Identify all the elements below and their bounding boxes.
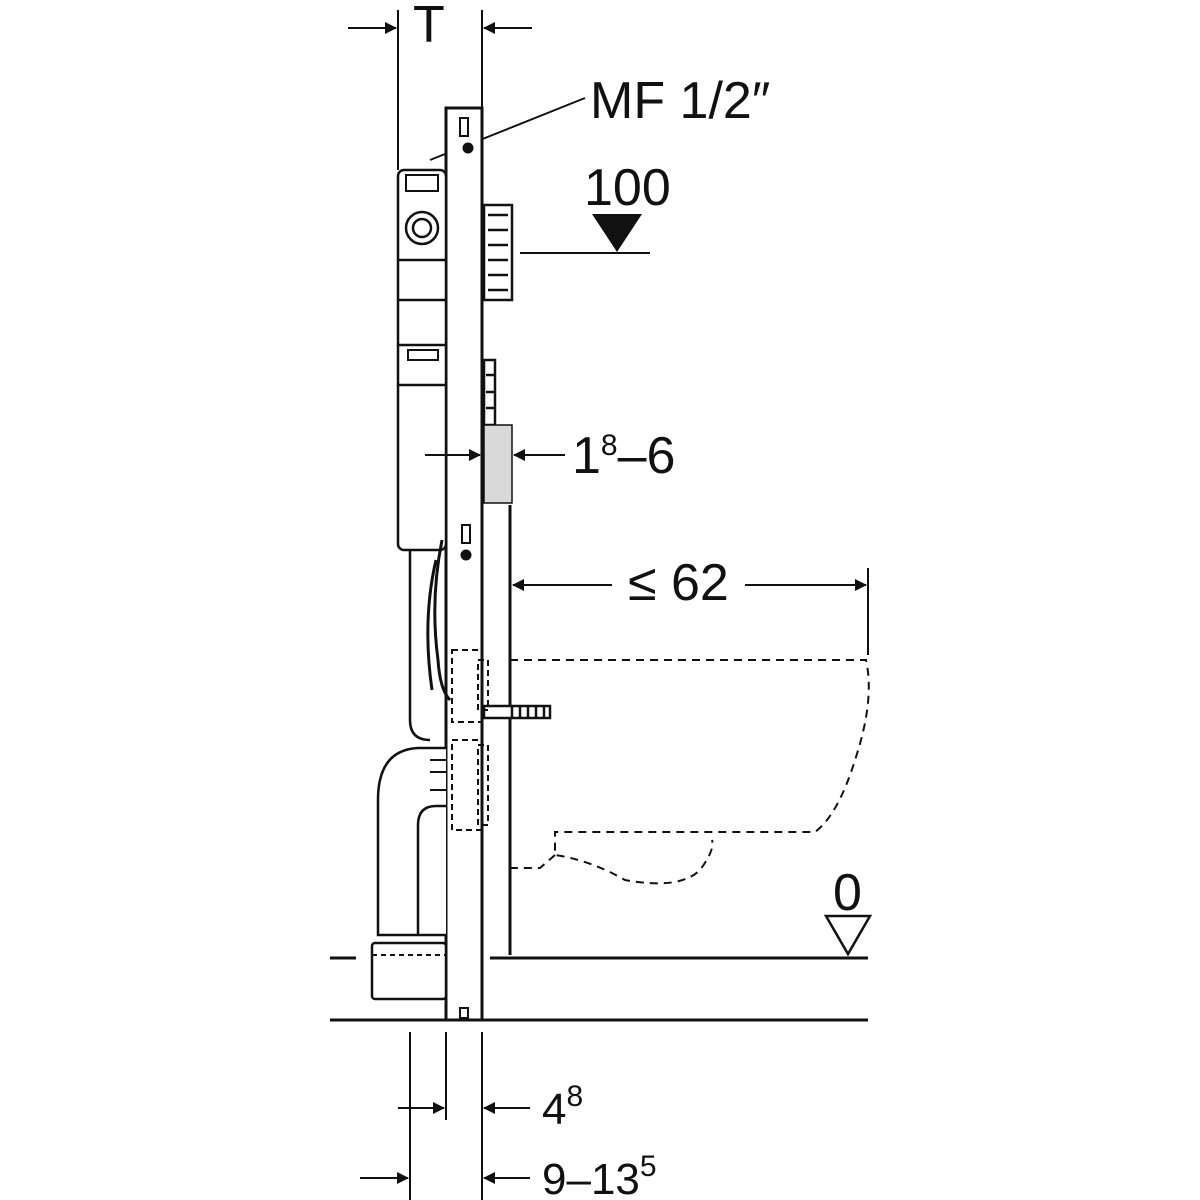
drain-connection [451,649,489,831]
label-depth-dim: 9–135 [542,1150,657,1200]
label-0: 0 [833,864,862,922]
level-0-triangle [823,914,873,957]
dimension-t [348,10,532,170]
actuator-plate [482,358,497,427]
water-connector [482,203,514,302]
label-projection: ≤ 62 [628,554,729,612]
drain-bend-joints [430,759,446,791]
fixing-bolt [482,704,552,720]
dimension-bottom [360,1032,530,1200]
drain-bend-pipe [376,746,446,937]
label-frame-dim: 48 [542,1080,583,1134]
dimension-projection [512,568,869,655]
label-wall-dim: 18–6 [572,427,675,485]
cistern-hoses [426,539,452,702]
label-100: 100 [584,159,671,217]
label-t: T [413,0,445,54]
frame-post [444,106,484,1022]
label-mf: MF 1/2″ [590,72,770,130]
base-box [370,941,448,1001]
toilet-bowl [510,659,870,885]
wall-cladding [483,424,513,504]
level-100-triangle [592,214,642,252]
